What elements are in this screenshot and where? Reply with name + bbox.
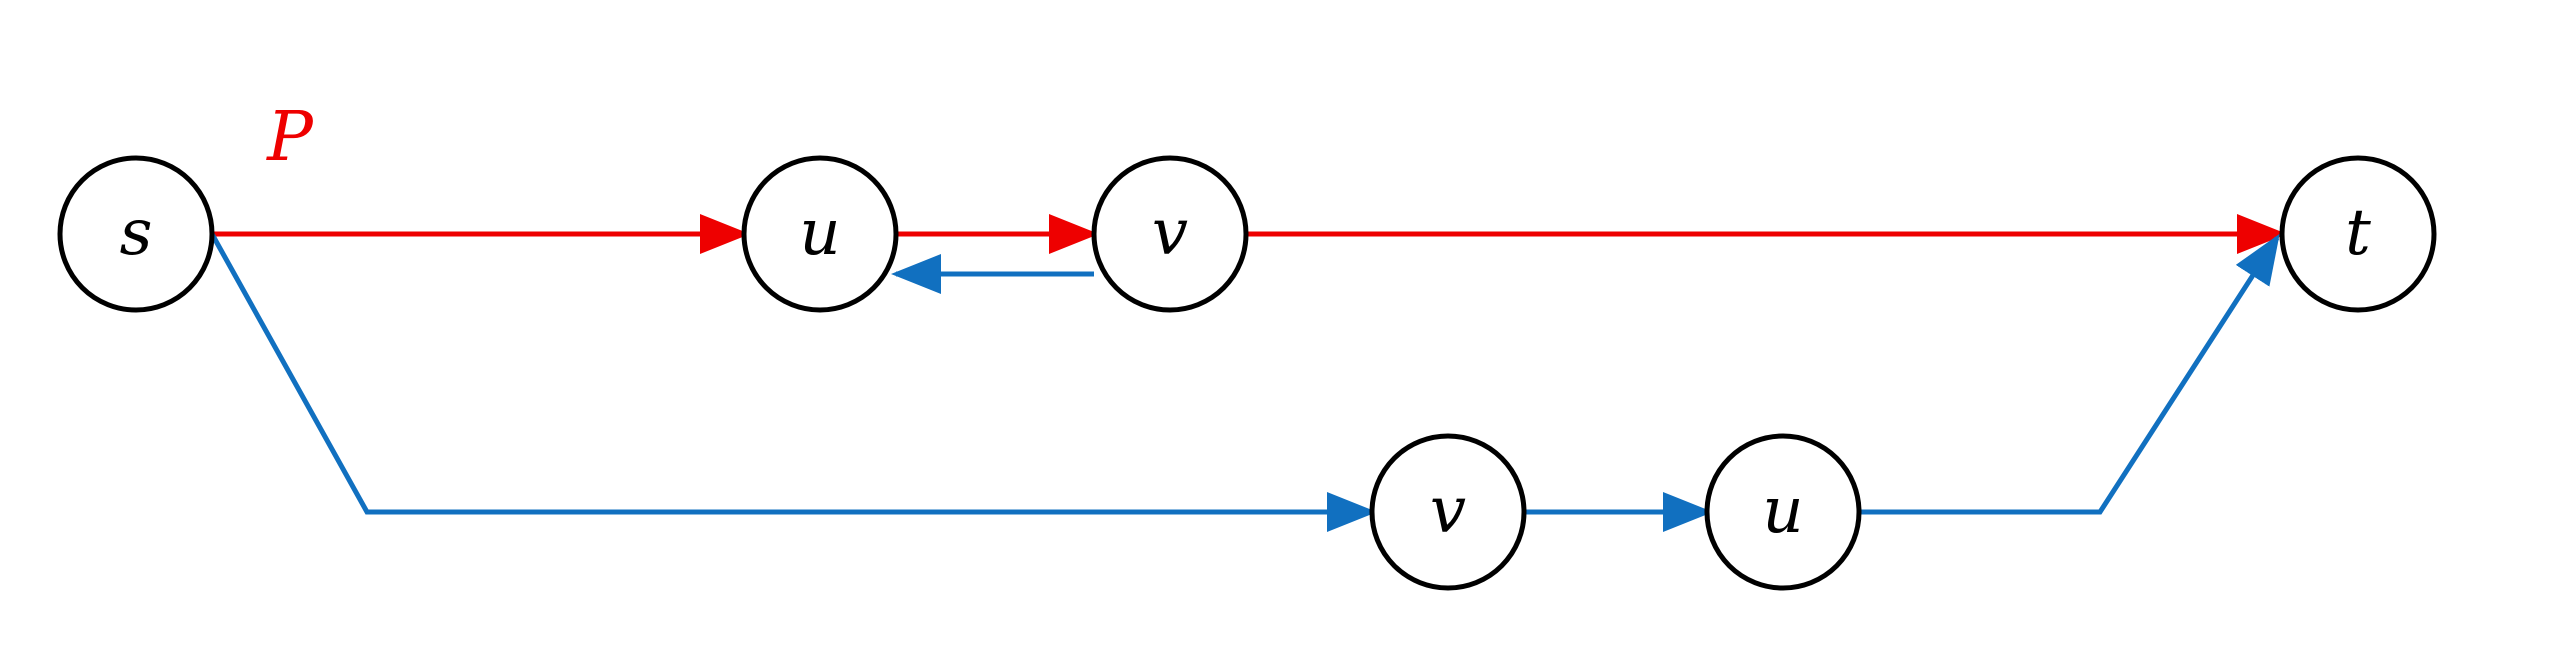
node-v-top-label: v: [1152, 196, 1188, 270]
node-v-top: v: [1091, 155, 1249, 313]
node-s-label: s: [120, 196, 153, 270]
path-p-label: P: [265, 98, 314, 177]
node-u-bottom-circle: [1704, 433, 1862, 591]
node-v-bottom-label: v: [1430, 474, 1466, 548]
node-t: t: [2279, 155, 2437, 313]
node-u-top-label: u: [799, 196, 840, 270]
alternate-path-edges: [209, 232, 2280, 532]
node-t-circle: [2279, 155, 2437, 313]
node-v-bottom: v: [1369, 433, 1527, 591]
node-u-top-circle: [741, 155, 899, 313]
node-s: s: [57, 155, 215, 313]
edge-s-to-lower-v: [209, 232, 1377, 532]
node-u-bottom: u: [1704, 433, 1862, 591]
node-s-circle: [57, 155, 215, 313]
node-u-top: u: [741, 155, 899, 313]
node-t-label: t: [2345, 196, 2371, 270]
node-u-bottom-label: u: [1762, 474, 1803, 548]
node-v-top-circle: [1091, 155, 1249, 313]
node-v-bottom-circle: [1369, 433, 1527, 591]
edge-lower-u-to-t: [1859, 233, 2280, 515]
